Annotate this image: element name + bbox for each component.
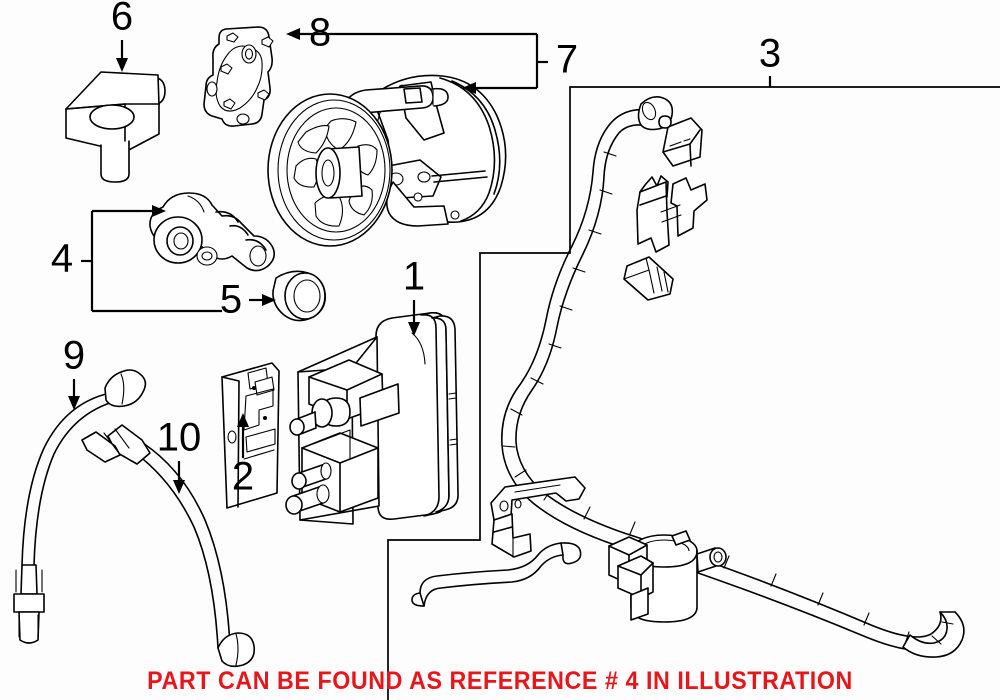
callout-label-10: 10	[157, 416, 202, 460]
callout-label-7: 7	[556, 38, 578, 82]
callout-6: 6	[111, 0, 133, 72]
callout-8: 8	[286, 11, 352, 55]
evap-hose-assembly	[411, 96, 965, 658]
callout-label-1: 1	[403, 255, 425, 299]
callout-10: 10	[157, 416, 202, 494]
purge-valve-solenoid	[608, 530, 727, 623]
callout-9: 9	[63, 334, 85, 410]
valve-cap-seal	[272, 270, 327, 322]
callout-1: 1	[403, 255, 425, 336]
callout-label-5: 5	[220, 278, 242, 322]
vapor-canister	[285, 311, 459, 525]
callout-label-4: 4	[51, 237, 73, 281]
reference-note: PART CAN BE FOUND AS REFERENCE # 4 IN IL…	[147, 667, 853, 695]
map-sensor	[65, 71, 166, 183]
hose-retainer-clip	[636, 175, 708, 253]
oxygen-sensor-downstream	[81, 424, 256, 668]
hose-connector-box	[658, 115, 703, 167]
vacuum-pump-assembly	[267, 74, 507, 247]
callout-2: 2	[232, 413, 254, 499]
short-vent-hose	[411, 542, 582, 607]
callout-3: 3	[759, 32, 781, 87]
oxygen-sensor-upstream	[13, 369, 147, 644]
callout-4: 4	[51, 205, 222, 313]
callout-label-9: 9	[63, 334, 85, 378]
callout-label-2: 2	[232, 455, 254, 499]
canister-support-bracket	[490, 476, 586, 558]
callout-7: 7	[352, 32, 578, 94]
vacuum-pump-valve-kit	[149, 192, 276, 272]
callout-label-3: 3	[759, 32, 781, 76]
callout-5: 5	[220, 278, 276, 322]
vacuum-pump-gasket	[203, 26, 274, 127]
hose-ribbed-sleeve	[623, 256, 674, 301]
evap-hose-assembly-boundary	[387, 86, 1000, 700]
canister-mounting-bracket	[221, 362, 280, 509]
callout-label-6: 6	[111, 0, 133, 39]
callout-label-8: 8	[309, 11, 331, 55]
